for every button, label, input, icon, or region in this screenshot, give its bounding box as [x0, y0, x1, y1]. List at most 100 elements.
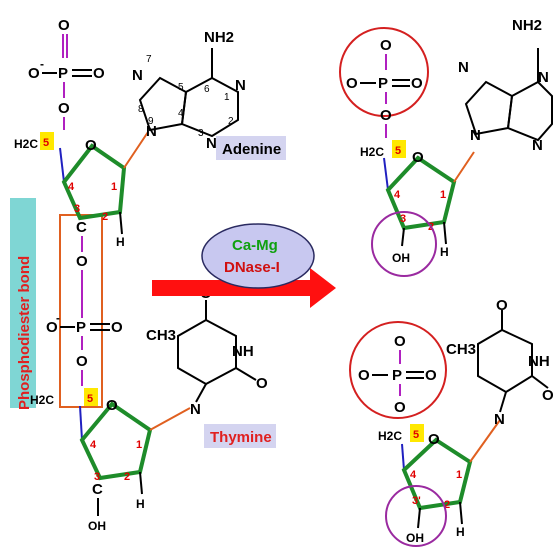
rb-o-top: O: [394, 333, 406, 350]
bottom-sugar-num-4: 4: [90, 439, 97, 451]
top-sugar-h: H: [116, 235, 125, 249]
enzyme-line2: DNase-I: [224, 259, 280, 276]
adenine-right-n9: N: [470, 127, 481, 144]
bottom-c5-number: 5: [87, 393, 93, 405]
rb-num-4: 4: [410, 469, 417, 481]
adenine-right-n7: N: [458, 59, 469, 76]
bottom-sugar-h: H: [136, 497, 145, 511]
rb-h: H: [456, 525, 465, 539]
top-phosphate-o-left: O: [28, 65, 40, 82]
adenine-n1: N: [235, 77, 246, 94]
purine-num: 8: [138, 104, 144, 115]
purine-num: 4: [178, 108, 184, 119]
rt-o-right: O: [411, 75, 423, 92]
purine-num: 2: [228, 116, 234, 127]
top-c5-number: 5: [43, 137, 49, 149]
top-sugar-ring: [61, 143, 127, 221]
bottom-sugar-num-2: 2: [124, 471, 130, 483]
glycosidic-bond: [123, 131, 149, 169]
rt-o-top: O: [380, 37, 392, 54]
purine-num: 7: [146, 54, 152, 65]
phosphate-circle-top: [339, 27, 429, 117]
thymine-o-right: O: [256, 375, 268, 392]
c5-highlight: [84, 388, 98, 406]
purine-num: 3: [198, 128, 204, 139]
thymine-right-o-right: O: [542, 387, 554, 404]
bottom-sugar-ring: [79, 401, 153, 481]
c5-highlight: [40, 132, 54, 150]
bottom-sugar-o: O: [106, 397, 118, 414]
minus-sign: -: [40, 57, 44, 71]
thymine-right-n: N: [494, 411, 505, 428]
phosphate-circle-bottom: [349, 321, 447, 419]
minus-sign: -: [56, 311, 60, 325]
enzyme-ellipse: [201, 223, 315, 289]
top-sugar-num-1: 1: [111, 181, 117, 193]
phosphodiester-bond-label: Phosphodiester bond: [16, 256, 33, 410]
top-sugar-o: O: [85, 137, 97, 154]
hydroxyl-circle-bottom: [385, 485, 447, 547]
bond-line: [139, 471, 143, 495]
adenine-label-box: [216, 136, 286, 160]
top-sugar-num-4: 4: [68, 181, 75, 193]
bridge-o-left: O: [46, 319, 58, 336]
adenine-right-nh2: NH2: [512, 17, 542, 34]
rt-h: H: [440, 245, 449, 259]
bottom-sugar-num-1: 1: [136, 439, 142, 451]
rt-p: P: [378, 75, 388, 92]
rt-o-bottom: O: [380, 107, 392, 124]
rb-p: P: [392, 367, 402, 384]
rt-h2c: H2C: [360, 145, 384, 159]
thymine-right: O O NH N CH3: [446, 297, 554, 428]
bridge-o-right: O: [111, 319, 123, 336]
enzyme-line1: Ca-Mg: [232, 237, 278, 254]
adenine-right-n1: N: [538, 69, 549, 86]
top-h2c: H2C: [14, 137, 38, 151]
rt-num-3: 3: [400, 213, 406, 225]
purine-num: 5: [178, 82, 184, 93]
rt-c5-number: 5: [395, 145, 401, 157]
bottom-sugar-c3: C: [92, 481, 103, 498]
top-sugar-c3: C: [76, 219, 87, 236]
thymine-label-box: [204, 424, 276, 448]
rt-sugar-ring: [385, 155, 457, 231]
bond-line: [401, 443, 405, 471]
thymine-label: Thymine: [210, 429, 272, 446]
reaction-arrow: [152, 268, 336, 308]
rb-oh: OH: [406, 531, 424, 545]
bond-line: [383, 157, 389, 191]
rb-h2c: H2C: [378, 429, 402, 443]
adenine-left: NH2 N N N N 7 8 9 5 4 6 1 2 3: [132, 29, 246, 152]
phosphodiester-bond-bar: [10, 198, 36, 408]
adenine-n3: N: [206, 135, 217, 152]
bond-line: [443, 221, 447, 245]
c5-highlight: [392, 140, 406, 158]
top-phosphate-o-bottom: O: [58, 100, 70, 117]
adenine-n7: N: [132, 67, 143, 84]
rt-sugar-o: O: [412, 149, 424, 166]
adenine-right: NH2 N N N N: [458, 17, 553, 154]
glycosidic-bond: [453, 151, 475, 183]
hydroxyl-circle-top: [371, 211, 437, 277]
adenine-n9: N: [146, 123, 157, 140]
bond-line: [417, 507, 421, 529]
thymine-ch3: CH3: [146, 327, 176, 344]
rt-num-4: 4: [394, 189, 401, 201]
bottom-h2c: H2C: [30, 393, 54, 407]
bond-line: [79, 405, 83, 441]
glycosidic-bond: [469, 419, 501, 463]
rt-num-1: 1: [440, 189, 446, 201]
bridge-p: P: [76, 319, 86, 336]
bond-line: [401, 227, 405, 247]
glycosidic-bond: [149, 407, 191, 431]
bond-line: [59, 147, 65, 183]
bottom-sugar-oh: OH: [88, 519, 106, 533]
top-sugar-num-3: 3: [74, 203, 80, 215]
rb-num-1: 1: [456, 469, 462, 481]
purine-num: 1: [224, 92, 230, 103]
bottom-sugar-num-3: 3: [94, 471, 100, 483]
thymine-right-nh: NH: [528, 353, 550, 370]
thymine-n: N: [190, 401, 201, 418]
top-sugar-num-2: 2: [102, 211, 108, 223]
